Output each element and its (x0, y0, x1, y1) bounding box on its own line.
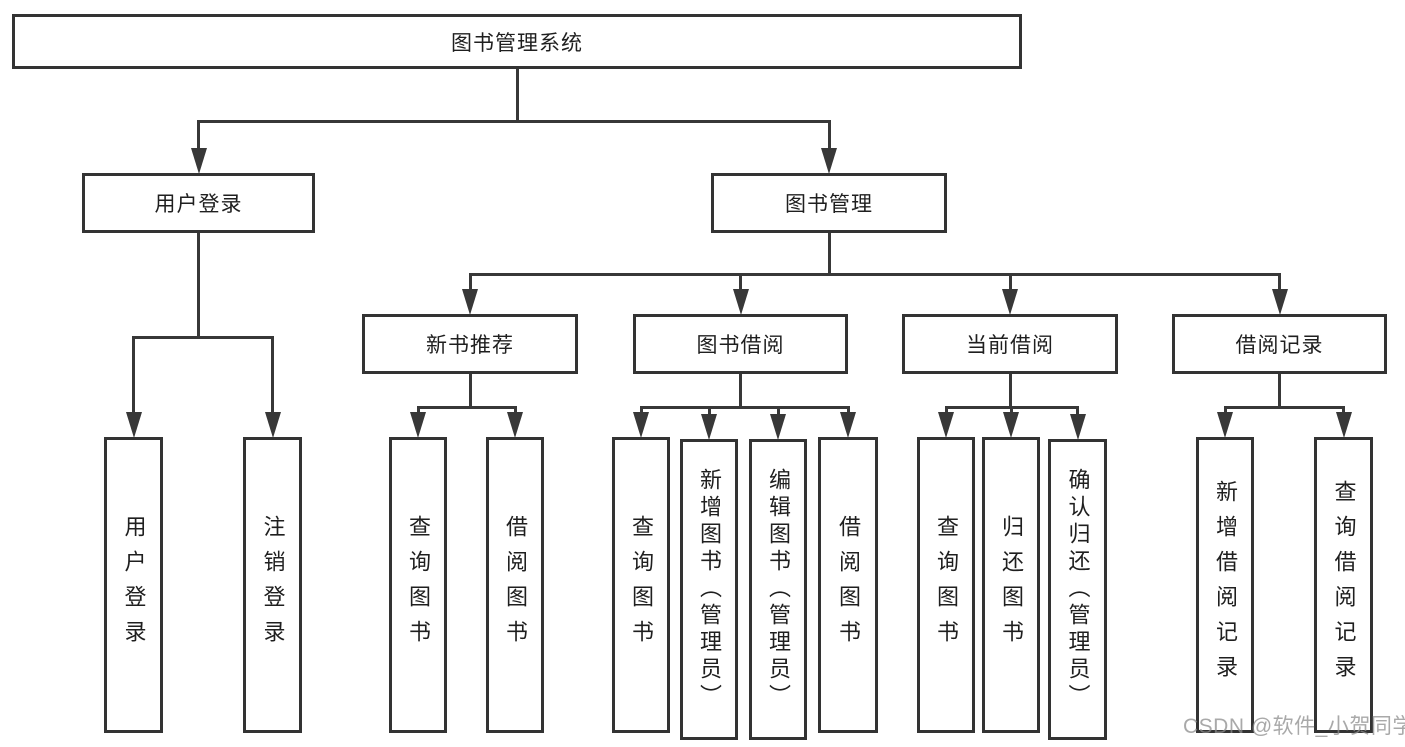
node-login-action: 用户登录 (104, 437, 163, 733)
connector-line (1076, 406, 1079, 419)
node-label: 借阅图书 (836, 515, 861, 655)
node-book-mgmt: 图书管理 (711, 173, 947, 233)
node-book-borrow: 图书借阅 (633, 314, 848, 374)
connector-line (639, 406, 643, 417)
arrow-down-icon (701, 414, 717, 440)
connector-line (468, 273, 472, 294)
node-search-book-current: 查询图书 (917, 437, 975, 733)
connector-line (1342, 406, 1345, 417)
arrow-down-icon (1002, 289, 1018, 315)
arrow-down-icon (770, 414, 786, 440)
arrow-down-icon (1271, 289, 1288, 315)
node-search-book-borrow: 查询图书 (612, 437, 670, 733)
node-label: 借阅图书 (503, 515, 528, 655)
connector-line (468, 273, 1281, 276)
connector-line (468, 374, 472, 409)
connector-line (416, 406, 420, 417)
node-edit-book-admin: 编辑图书（管理员） (749, 439, 807, 740)
arrow-down-icon (1217, 412, 1233, 438)
arrow-down-icon (190, 148, 207, 174)
connector-line (827, 233, 831, 276)
connector-line (197, 120, 200, 153)
node-label: 用户登录 (154, 193, 243, 216)
node-label: 归还图书 (999, 515, 1024, 655)
connector-line (1008, 374, 1012, 409)
node-label: 编辑图书（管理员） (766, 468, 791, 711)
node-search-book-new: 查询图书 (389, 437, 447, 733)
node-label: 确认归还（管理员） (1065, 468, 1091, 711)
connector-line (846, 406, 850, 417)
arrow-down-icon (507, 412, 523, 438)
connector-line (827, 120, 831, 153)
connector-line (707, 406, 711, 419)
node-label: 图书管理系统 (451, 31, 583, 55)
connector-line (776, 406, 780, 419)
node-add-borrow-record: 新增借阅记录 (1196, 437, 1254, 733)
arrow-down-icon (821, 148, 837, 174)
arrow-down-icon (264, 412, 281, 438)
connector-line (416, 406, 517, 409)
arrow-down-icon (1069, 414, 1086, 440)
node-label: 查询图书 (406, 515, 431, 655)
connector-line (515, 69, 519, 123)
node-borrow-book-new: 借阅图书 (486, 437, 544, 733)
node-root: 图书管理系统 (12, 14, 1022, 69)
connector-line (1223, 406, 1345, 409)
connector-line (197, 120, 831, 123)
connector-line (739, 273, 742, 294)
node-new-book-rec: 新书推荐 (362, 314, 578, 374)
arrow-down-icon (840, 412, 856, 438)
arrow-down-icon (1335, 412, 1352, 438)
arrow-down-icon (462, 289, 478, 315)
node-borrow-book-borrow: 借阅图书 (818, 437, 878, 733)
arrow-down-icon (1003, 412, 1019, 438)
connector-line (639, 406, 850, 409)
connector-line (944, 406, 948, 417)
watermark: CSDN @软件_小贺同学 (1183, 715, 1405, 738)
node-user-login: 用户登录 (82, 173, 315, 233)
node-label: 新增图书（管理员） (697, 468, 722, 711)
node-borrow-records: 借阅记录 (1172, 314, 1387, 374)
connector-line (1223, 406, 1227, 417)
connector-line (271, 336, 274, 417)
arrow-down-icon (410, 412, 426, 438)
connector-line (1008, 273, 1012, 294)
node-label: 借阅记录 (1235, 334, 1324, 357)
node-confirm-return-admin: 确认归还（管理员） (1048, 439, 1107, 740)
node-label: 当前借阅 (966, 334, 1054, 357)
node-logout-action: 注销登录 (243, 437, 302, 733)
connector-line (132, 336, 274, 339)
arrow-down-icon (938, 412, 954, 438)
node-label: 新增借阅记录 (1213, 480, 1238, 690)
arrow-down-icon (125, 412, 142, 438)
connector-line (1278, 273, 1281, 294)
node-label: 图书借阅 (696, 334, 785, 357)
node-label: 用户登录 (121, 515, 147, 655)
node-label: 查询图书 (934, 515, 959, 655)
node-label: 查询借阅记录 (1331, 480, 1357, 690)
connector-line (1278, 374, 1281, 409)
node-add-book-admin: 新增图书（管理员） (680, 439, 738, 740)
node-search-borrow-record: 查询借阅记录 (1314, 437, 1373, 733)
arrow-down-icon (633, 412, 649, 438)
connector-line (513, 406, 517, 417)
node-label: 图书管理 (785, 193, 873, 216)
node-label: 新书推荐 (426, 334, 514, 357)
connector-line (739, 374, 742, 409)
node-return-book: 归还图书 (982, 437, 1040, 733)
connector-line (1009, 406, 1013, 417)
node-label: 查询图书 (629, 515, 654, 655)
connector-line (132, 336, 135, 417)
arrow-down-icon (732, 289, 749, 315)
node-label: 注销登录 (260, 515, 286, 655)
connector-line (197, 233, 200, 339)
node-current-borrow: 当前借阅 (902, 314, 1118, 374)
